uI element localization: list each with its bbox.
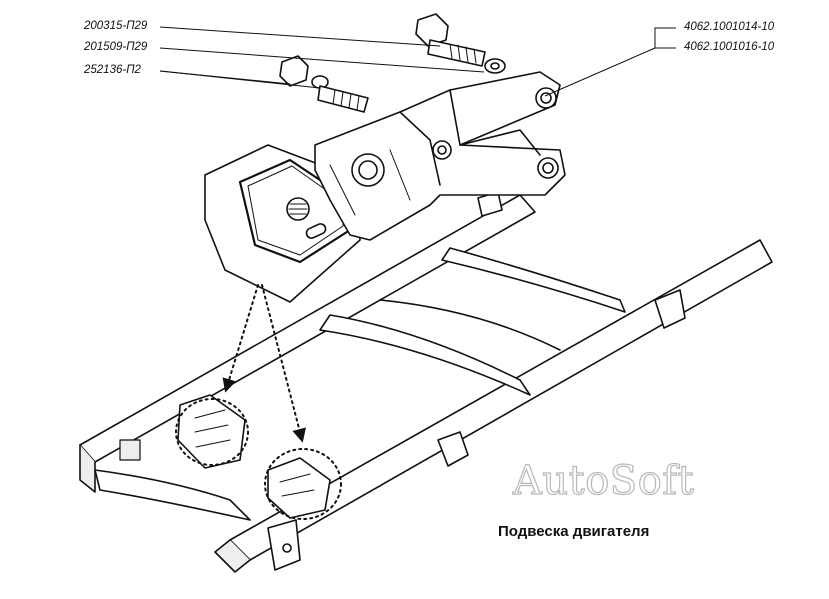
chassis-frame (79, 191, 773, 573)
bolt-200315 (415, 13, 486, 67)
frame-front-crossmember (94, 469, 251, 521)
frame-mount-bracket-left (177, 394, 246, 469)
part-label-252136: 252136-П2 (84, 64, 141, 76)
callout-arrow-right (261, 284, 306, 443)
leader-4062 (544, 27, 676, 97)
bolt-201509 (279, 55, 369, 113)
watermark: AutoSoft (512, 457, 695, 504)
diagram-caption: Подвеска двигателя (498, 523, 650, 540)
frame-right-rail (229, 239, 773, 561)
callout-circle-right (264, 448, 342, 520)
callout-circle-left (175, 398, 249, 466)
leader-201509 (159, 47, 485, 73)
part-label-4062-1016: 4062.1001016-10 (684, 41, 775, 53)
frame-mount-bracket-right (267, 457, 331, 519)
washer-252136-right (484, 58, 506, 74)
part-label-200315: 200315-П29 (84, 20, 148, 32)
part-label-201509: 201509-П29 (84, 41, 148, 53)
engine-bracket (314, 71, 566, 241)
callout-arrow-left (222, 284, 259, 393)
cushion-slot (305, 223, 327, 239)
leader-252136-b (159, 70, 321, 89)
frame-crossmember-1 (319, 314, 531, 396)
callouts (175, 284, 342, 520)
frame-crossmember-2 (441, 247, 626, 313)
part-label-4062-1014: 4062.1001014-10 (684, 21, 775, 33)
leader-lines (159, 26, 676, 97)
leader-200315 (159, 26, 441, 47)
